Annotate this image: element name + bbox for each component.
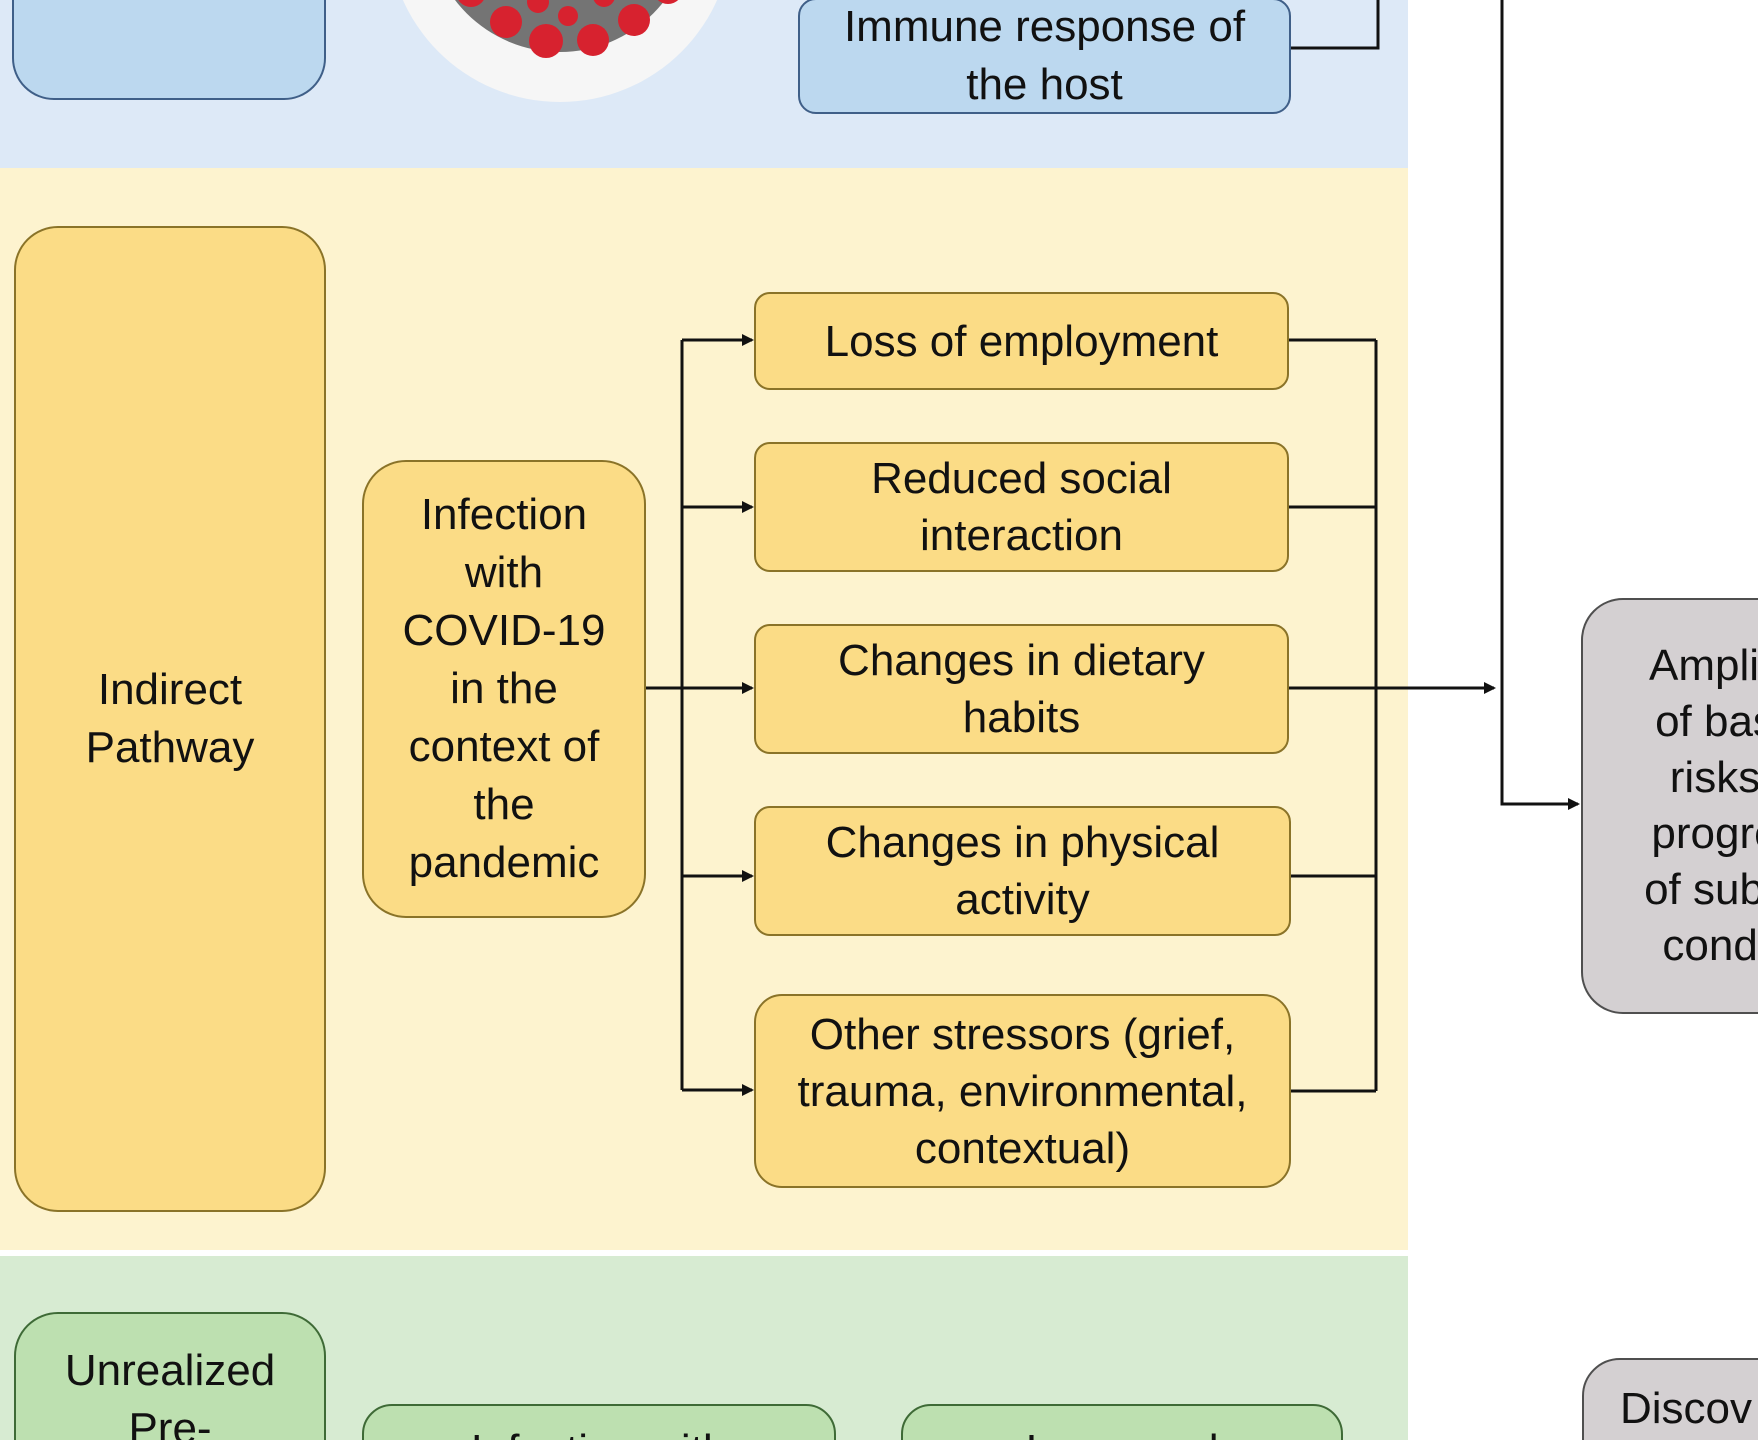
unrealized-infection-box: Infection with [362,1404,836,1440]
covid-infection-context-box: Infection with COVID-19 in the context o… [362,460,646,918]
direct-to-amplification-arrow [1500,0,1580,810]
stressor-other: Other stressors (grief, trauma, environm… [754,994,1291,1188]
host-immune-response-box: Immune response of the host [798,0,1291,114]
unrealized-effect-text: Increased [1025,1422,1218,1440]
stressor-physical-activity: Changes in physical activity [754,806,1291,936]
virus-drawing [455,0,679,58]
unrealized-pathway-label-text: Unrealized Pre- [64,1346,276,1440]
discovery-outcome-box: Discov [1582,1358,1758,1440]
stressor-loss-of-employment: Loss of employment [754,292,1289,390]
stressor-reduced-social-interaction: Reduced social interaction [754,442,1289,572]
unrealized-effect-box: Increased [901,1404,1343,1440]
unrealized-infection-text: Infection with [471,1422,728,1440]
direct-pathway-label-box [12,0,326,100]
unrealized-pathway-label: Unrealized Pre- [14,1312,326,1440]
virus-spikes [458,0,679,58]
host-response-connector [1291,0,1380,50]
discovery-outcome-text: Discov [1620,1384,1753,1433]
stressor-dietary-habits: Changes in dietary habits [754,624,1289,754]
indirect-pathway-label: Indirect Pathway [14,226,326,1212]
